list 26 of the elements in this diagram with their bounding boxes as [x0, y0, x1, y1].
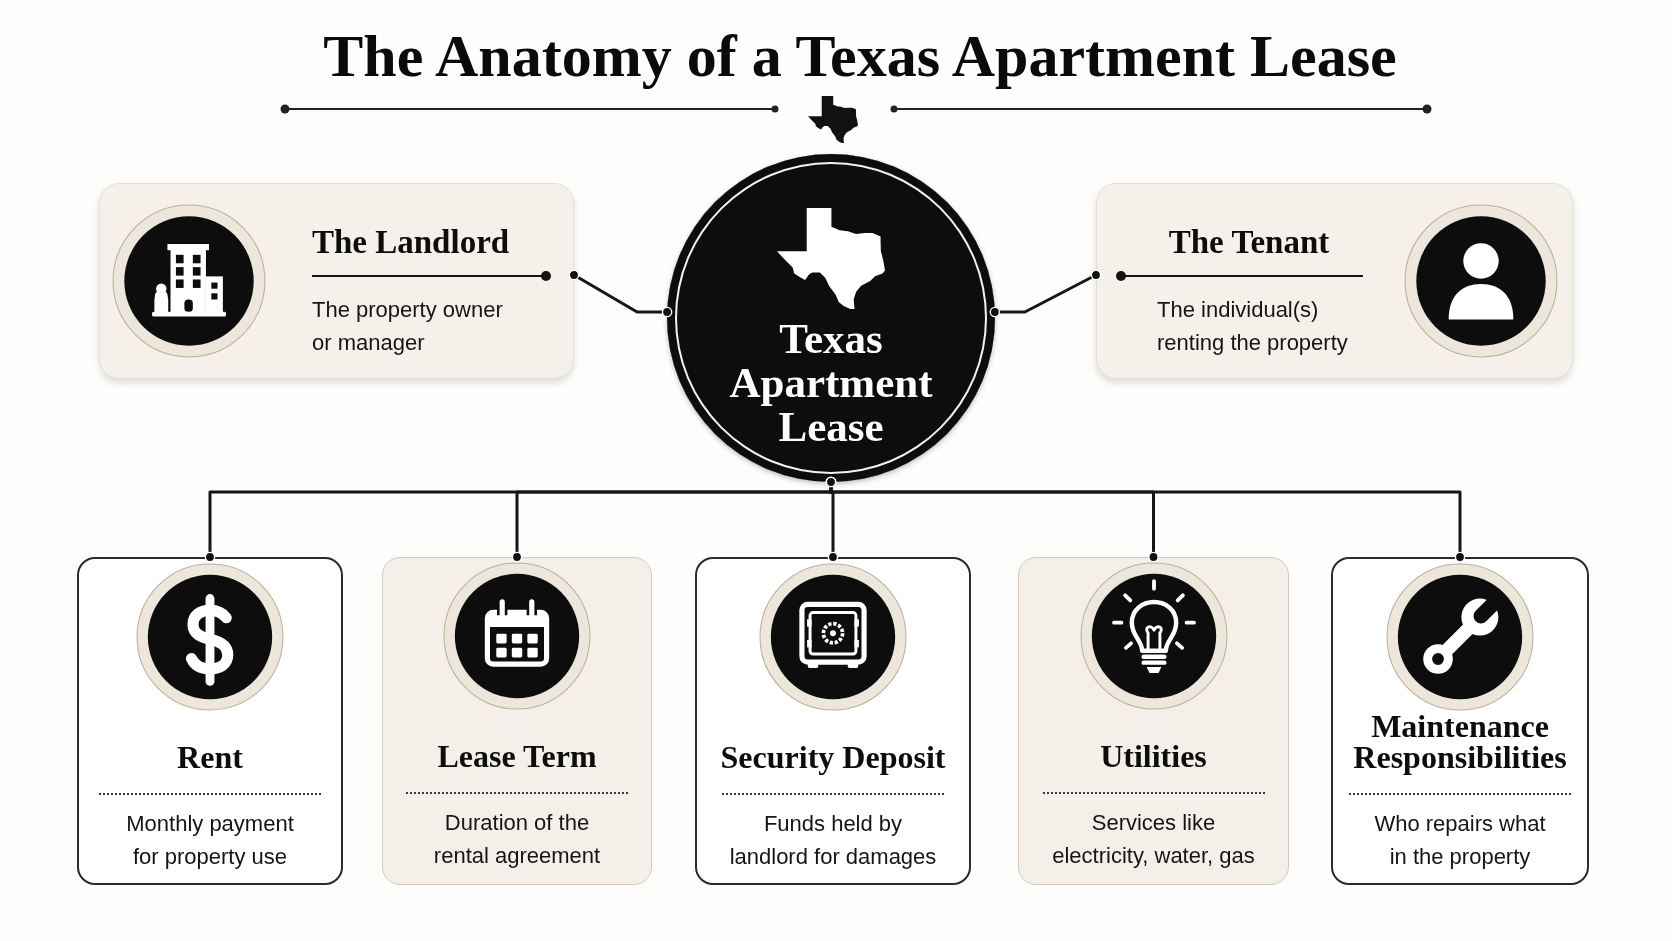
info-card — [1096, 183, 1573, 379]
card-description: Funds held by landlord for damages — [728, 810, 938, 871]
card-title: The Landlord — [312, 223, 510, 262]
info-card — [99, 183, 574, 379]
page-title: The Anatomy of a Texas Apartment Lease — [322, 22, 1398, 90]
topic-card — [1331, 557, 1589, 885]
card-title: Utilities — [1100, 741, 1207, 772]
card-title: Rent — [177, 742, 243, 773]
card-title: The Tenant — [1168, 223, 1330, 262]
topic-card — [77, 557, 343, 885]
card-title: Maintenance Responsibilities — [1352, 711, 1568, 773]
card-description: Monthly payment for property use — [125, 810, 295, 871]
card-description: Who repairs what in the property — [1373, 810, 1547, 871]
card-title: Lease Term — [437, 741, 597, 772]
connector — [825, 476, 1466, 563]
card-description: The property owner or manager — [312, 296, 504, 357]
hub-title: Texas Apartment Lease — [728, 317, 934, 449]
connector — [989, 269, 1102, 318]
card-description: Duration of the rental agreement — [432, 809, 602, 870]
card-title: Security Deposit — [720, 742, 946, 773]
card-description: The individual(s) renting the property — [1157, 296, 1349, 357]
topic-card — [695, 557, 971, 885]
topic-card — [382, 557, 652, 885]
connector — [568, 269, 673, 318]
topic-card — [1018, 557, 1289, 885]
card-description: Services like electricity, water, gas — [1051, 809, 1256, 870]
